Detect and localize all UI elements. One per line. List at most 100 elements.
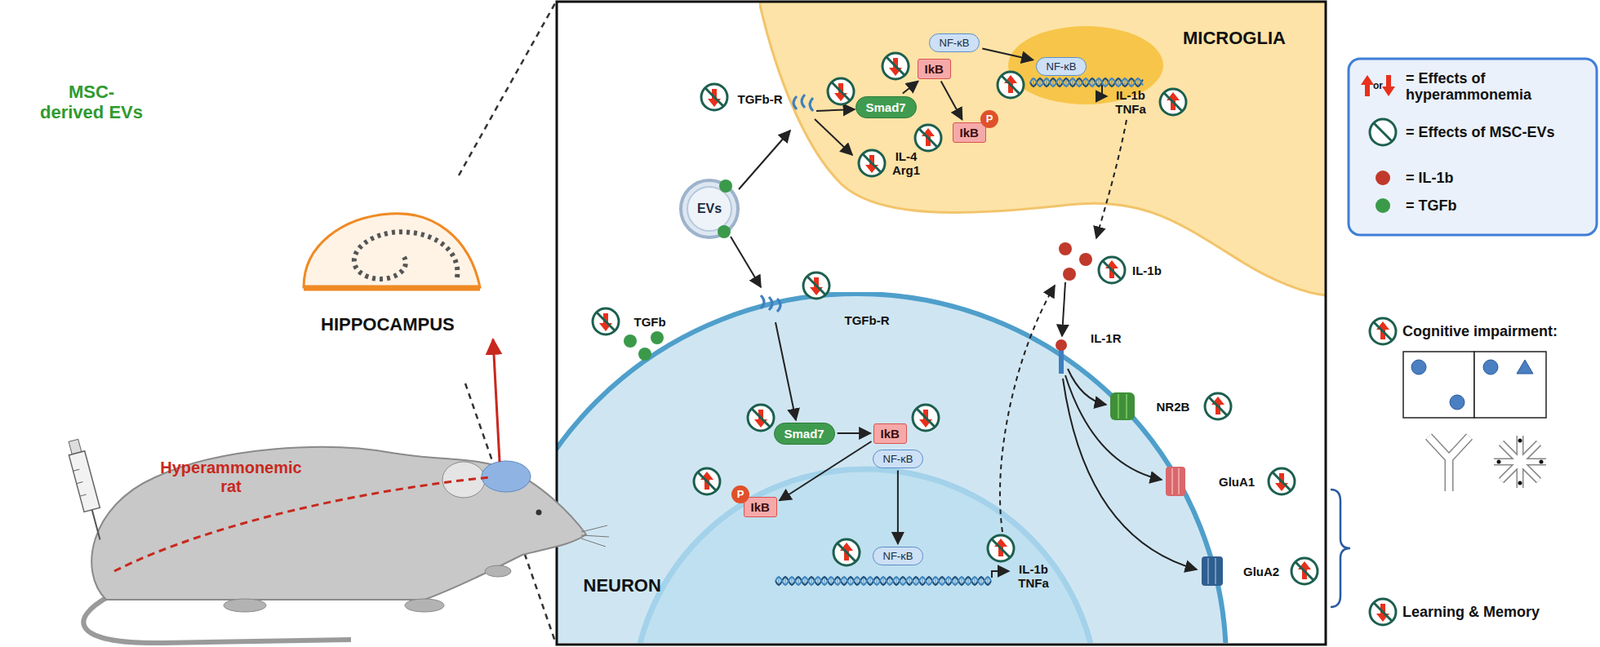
hippocampus [303, 213, 480, 289]
effect-icon [701, 84, 728, 111]
vesicle-shape [687, 186, 732, 232]
effect-icon [592, 308, 619, 335]
effect-icon [1001, 75, 1020, 94]
node-text: IkB [880, 426, 900, 441]
dna-helix [1030, 78, 1143, 87]
behaviour-tests [1493, 435, 1547, 489]
rat [91, 447, 587, 600]
effect-icon [1373, 603, 1392, 622]
tgfb-receptor [793, 94, 814, 112]
bracket [1330, 489, 1351, 608]
behaviour-tests [1474, 351, 1547, 418]
effect-icon [912, 404, 939, 432]
signal-arrows [775, 322, 796, 421]
cell-title: NEURON [583, 575, 662, 597]
legend-arrows [1382, 75, 1396, 97]
effect-icon [747, 404, 774, 432]
legend-box [1348, 58, 1597, 236]
rat [493, 339, 500, 463]
il1b-dots [1058, 242, 1072, 256]
tgfb-dots [650, 331, 664, 345]
behaviour-tests [1428, 436, 1470, 492]
effect-icon [1373, 322, 1392, 341]
behaviour-tests [1497, 460, 1502, 465]
tgfb-dot [717, 225, 731, 239]
cytokine-label: IL-1b TNFa [1109, 88, 1152, 117]
legend-swatch [1375, 198, 1391, 214]
effect-icon [862, 154, 881, 173]
neuron-cell: NEURONSmad7IkBNF-κBIkBNF-κB [557, 292, 1325, 644]
effect-icon [807, 276, 826, 295]
pathway-arrow [902, 81, 919, 94]
effect-icon [1369, 119, 1396, 146]
effect-icon [997, 71, 1024, 98]
ikb-protein: IkB [917, 58, 952, 80]
nfkb-protein: NF-κB [928, 33, 981, 53]
effect-icon [1369, 119, 1396, 146]
legend-arrows [1360, 75, 1374, 97]
effect-icon [991, 539, 1010, 558]
behaviour-tests [1539, 460, 1544, 465]
legend-or: or [1373, 80, 1383, 93]
effect-icon [1295, 562, 1314, 581]
behaviour-tests [1493, 435, 1547, 489]
dna-helix [775, 577, 992, 586]
effect-icon [697, 472, 716, 491]
behaviour-tests [1403, 351, 1547, 492]
ikb-protein: IkB [743, 497, 778, 518]
dna-helix [1030, 78, 1143, 87]
zoom-lines [458, 3, 556, 176]
rat [404, 599, 445, 613]
node-text: IkB [960, 125, 979, 140]
effect-icon [1098, 257, 1125, 284]
il1-receptor [1058, 349, 1064, 374]
smad7-protein: Smad7 [855, 96, 917, 119]
dna-helix [775, 577, 992, 586]
effect-icon [1164, 93, 1183, 112]
rat [83, 339, 609, 644]
signal-arrows [1096, 120, 1127, 239]
behaviour-tests [1518, 481, 1523, 486]
glua2-receptor [1201, 556, 1223, 587]
effect-icon [882, 53, 909, 80]
effect-icon [1204, 393, 1232, 420]
effect-icon [915, 124, 942, 152]
node-text: NF-κB [883, 453, 914, 466]
rat [484, 565, 512, 578]
effect-icon [831, 82, 850, 101]
effect-icon [1268, 468, 1295, 495]
behaviour-tests [1403, 351, 1475, 418]
dna-helix [1030, 78, 1143, 87]
microglia-cell: MICROGLIANF-κBIkBNF-κBSmad7IkB [759, 1, 1327, 298]
pathway-arrow [941, 81, 963, 120]
behaviour-tests [1516, 360, 1534, 374]
tgfb-dots [638, 347, 652, 361]
nfkb-protein: NF-κB [872, 449, 925, 469]
cytokine-label: IL-1b [1132, 263, 1162, 278]
effect-icon [693, 468, 720, 495]
effect-icon [1208, 397, 1227, 416]
dna-helix [775, 577, 992, 586]
effect-icon [837, 543, 856, 562]
signal-arrows [1062, 282, 1066, 337]
node-text: NF-κB [1046, 60, 1077, 73]
effect-icon [858, 150, 885, 177]
effect-icon [1291, 558, 1318, 585]
node-text: Smad7 [784, 426, 825, 441]
legend-arrows [1360, 75, 1396, 97]
signal-arrows [738, 130, 791, 190]
panel-frame [556, 1, 1326, 645]
signal-arrows [1000, 285, 1055, 533]
effect-icon [803, 272, 830, 299]
effect-icon [882, 53, 909, 80]
effect-icon [1098, 257, 1125, 284]
legend-text: = Effects of hyperammonemia [1405, 70, 1569, 104]
neuron-membrane [557, 293, 1227, 644]
effect-icon [693, 468, 720, 495]
effect-icon [596, 312, 615, 331]
receptor-label: TGFb-R [844, 313, 890, 328]
receptor-label: IL-1R [1090, 331, 1122, 346]
pathway-arrow [837, 432, 872, 435]
signal-arrows [1062, 378, 1197, 570]
